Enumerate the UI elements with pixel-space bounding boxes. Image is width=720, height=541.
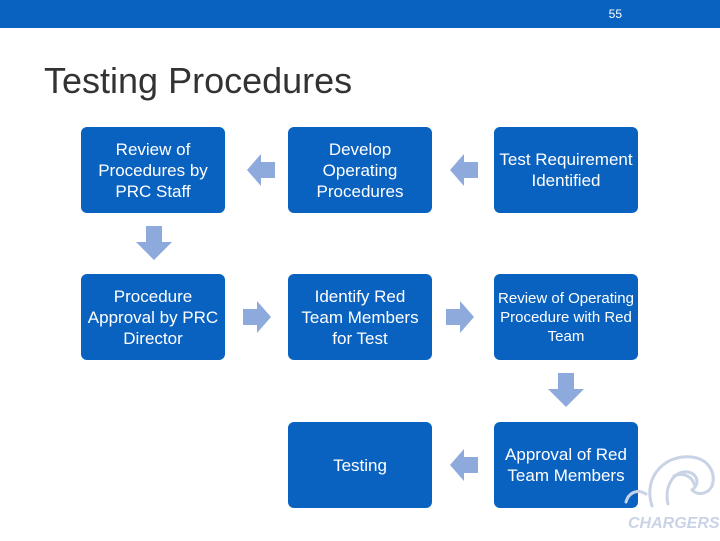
box-review-red-team: Review of Operating Procedure with Red T… bbox=[494, 274, 638, 360]
box-procedure-approval: Procedure Approval by PRC Director bbox=[81, 274, 225, 360]
box-testing: Testing bbox=[288, 422, 432, 508]
arrow-right-icon bbox=[446, 297, 474, 337]
arrow-down-icon bbox=[136, 226, 172, 260]
arrow-right-icon bbox=[243, 297, 271, 337]
arrow-down-icon bbox=[548, 373, 584, 407]
box-develop-procedures: Develop Operating Procedures bbox=[288, 127, 432, 213]
slide-title: Testing Procedures bbox=[44, 60, 353, 101]
arrow-left-icon bbox=[450, 150, 478, 190]
logo-text: CHARGERS bbox=[628, 515, 720, 532]
header-bar: 55 bbox=[0, 0, 720, 28]
arrow-left-icon bbox=[247, 150, 275, 190]
box-approval-red-team: Approval of Red Team Members bbox=[494, 422, 638, 508]
box-test-requirement: Test Requirement Identified bbox=[494, 127, 638, 213]
chargers-logo: CHARGERS bbox=[612, 436, 720, 536]
box-identify-red-team: Identify Red Team Members for Test bbox=[288, 274, 432, 360]
slide-number: 55 bbox=[608, 7, 622, 21]
arrow-left-icon bbox=[450, 445, 478, 485]
box-review-procedures: Review of Procedures by PRC Staff bbox=[81, 127, 225, 213]
